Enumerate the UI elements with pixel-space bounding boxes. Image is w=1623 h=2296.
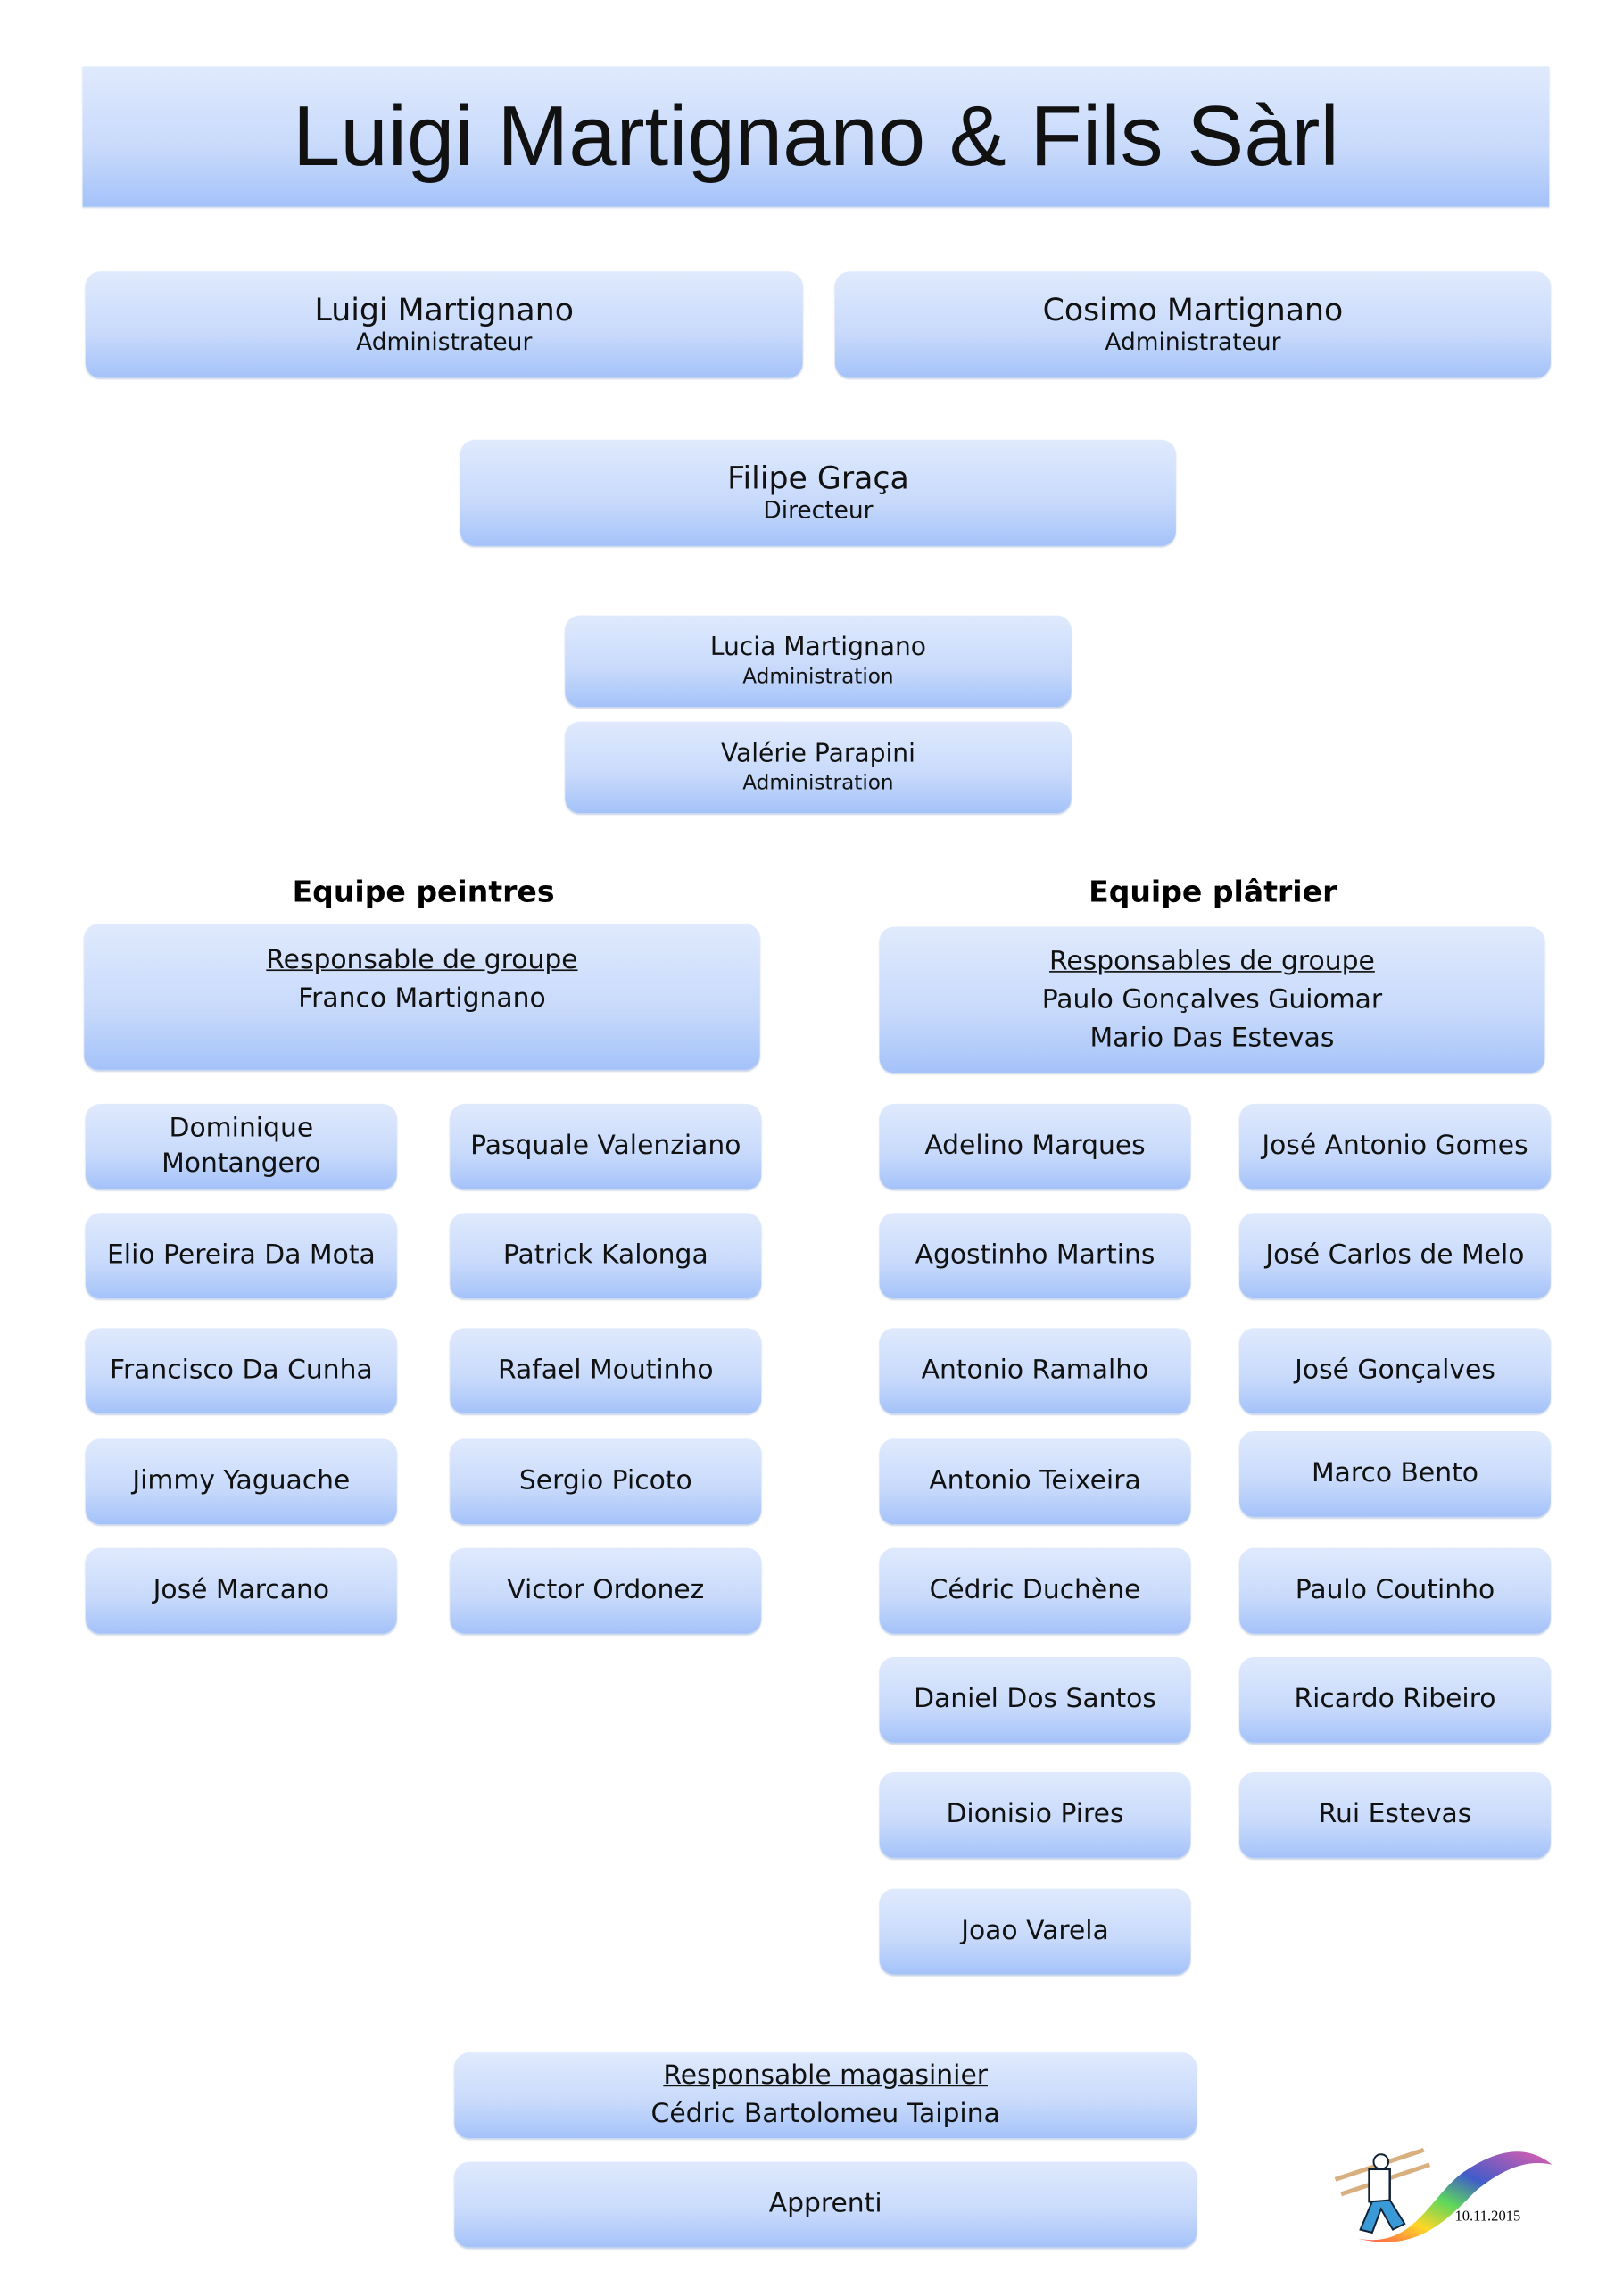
member-name: Antonio Ramalho <box>921 1355 1149 1386</box>
lead-name: Mario Das Estevas <box>1089 1022 1335 1053</box>
person-name: Valérie Parapini <box>720 738 915 768</box>
director-box: Filipe Graça Directeur <box>460 439 1176 546</box>
painter-box: Jimmy Yaguache <box>85 1438 397 1525</box>
painter-box: Patrick Kalonga <box>450 1213 762 1299</box>
plasterer-box: Dionisio Pires <box>879 1771 1191 1858</box>
member-name: Antonio Teixeira <box>929 1465 1141 1496</box>
painter-box: José Marcano <box>85 1547 397 1634</box>
plasterer-box: José Antonio Gomes <box>1239 1103 1551 1189</box>
plasterers-lead-box: Responsables de groupe Paulo Gonçalves G… <box>879 926 1545 1073</box>
member-name: Victor Ordonez <box>507 1574 705 1606</box>
plasterer-box: Rui Estevas <box>1239 1771 1551 1858</box>
plasterer-box: Antonio Teixeira <box>879 1438 1191 1525</box>
warehouse-label: Responsable magasinier <box>663 2060 989 2092</box>
member-name: Sergio Picoto <box>518 1465 692 1496</box>
plasterer-box: Cédric Duchène <box>879 1547 1191 1634</box>
plasterer-box: Adelino Marques <box>879 1103 1191 1189</box>
apprentice-label: Apprenti <box>768 2188 882 2220</box>
member-name: Patrick Kalonga <box>502 1239 708 1271</box>
administration-box: Valérie Parapini Administration <box>565 721 1072 814</box>
member-name: Marco Bento <box>1311 1457 1478 1489</box>
member-name: Agostinho Martins <box>915 1239 1155 1271</box>
member-name: Pasquale Valenziano <box>470 1130 741 1162</box>
plasterer-box: Daniel Dos Santos <box>879 1656 1191 1743</box>
painter-box: Dominique Montangero <box>85 1103 397 1189</box>
plasterer-box: José Gonçalves <box>1239 1328 1551 1414</box>
painter-box: Sergio Picoto <box>450 1438 762 1525</box>
plasterer-box: Joao Varela <box>879 1888 1191 1975</box>
plasterer-box: Ricardo Ribeiro <box>1239 1656 1551 1743</box>
painters-lead-box: Responsable de groupe Franco Martignano <box>84 924 760 1070</box>
member-name: José Carlos de Melo <box>1265 1239 1525 1271</box>
member-name: Francisco Da Cunha <box>109 1355 373 1386</box>
lead-label: Responsables de groupe <box>1049 945 1375 976</box>
member-name: Dominique Montangero <box>161 1112 321 1180</box>
member-name: Rui Estevas <box>1318 1798 1472 1830</box>
administration-box: Lucia Martignano Administration <box>565 615 1072 708</box>
lead-name: Franco Martignano <box>298 982 546 1015</box>
member-name: José Antonio Gomes <box>1262 1130 1528 1162</box>
painter-box: Elio Pereira Da Mota <box>85 1213 397 1299</box>
person-role: Administrateur <box>1105 327 1281 356</box>
person-role: Administrateur <box>356 327 533 356</box>
person-role: Administration <box>742 771 894 795</box>
painter-box: Rafael Moutinho <box>450 1328 762 1414</box>
person-name: Lucia Martignano <box>709 632 927 662</box>
member-name: Joao Varela <box>961 1915 1109 1947</box>
member-name: Cédric Duchène <box>929 1574 1141 1606</box>
lead-name: Paulo Gonçalves Guiomar <box>1041 983 1383 1015</box>
company-title: Luigi Martignano & Fils Sàrl <box>82 66 1550 207</box>
lead-label: Responsable de groupe <box>266 944 578 976</box>
apprentice-box: Apprenti <box>454 2161 1197 2248</box>
plasterer-box: Antonio Ramalho <box>879 1328 1191 1414</box>
member-name: Dionisio Pires <box>946 1798 1124 1830</box>
painter-box: Pasquale Valenziano <box>450 1103 762 1189</box>
painters-heading: Equipe peintres <box>292 873 555 909</box>
member-name: Jimmy Yaguache <box>132 1465 351 1496</box>
member-name: Elio Pereira Da Mota <box>106 1239 376 1271</box>
person-name: Filipe Graça <box>727 460 909 496</box>
painter-box: Francisco Da Cunha <box>85 1328 397 1414</box>
document-date: 10.11.2015 <box>1454 2209 1521 2226</box>
member-name: Ricardo Ribeiro <box>1294 1683 1496 1715</box>
person-role: Directeur <box>763 495 874 525</box>
member-name: Adelino Marques <box>924 1130 1146 1162</box>
member-name: Rafael Moutinho <box>497 1355 714 1386</box>
member-name: Paulo Coutinho <box>1295 1574 1495 1606</box>
warehouse-box: Responsable magasinier Cédric Bartolomeu… <box>454 2052 1197 2139</box>
admin-box: Luigi Martignano Administrateur <box>85 271 803 378</box>
warehouse-name: Cédric Bartolomeu Taipina <box>650 2098 1000 2130</box>
plasterer-box: Agostinho Martins <box>879 1213 1191 1299</box>
plasterer-box: José Carlos de Melo <box>1239 1213 1551 1299</box>
member-name: Daniel Dos Santos <box>914 1683 1156 1715</box>
plasterer-box: Paulo Coutinho <box>1239 1547 1551 1634</box>
plasterer-box: Marco Bento <box>1239 1430 1551 1517</box>
person-name: Luigi Martignano <box>314 292 574 328</box>
person-name: Cosimo Martignano <box>1042 292 1344 328</box>
plasterers-heading: Equipe plâtrier <box>1089 873 1337 909</box>
person-role: Administration <box>742 664 894 689</box>
member-name: José Gonçalves <box>1295 1355 1495 1386</box>
admin-box: Cosimo Martignano Administrateur <box>834 271 1551 378</box>
painter-box: Victor Ordonez <box>450 1547 762 1634</box>
painter-rainbow-logo <box>1334 2147 1553 2242</box>
member-name: José Marcano <box>153 1574 330 1606</box>
